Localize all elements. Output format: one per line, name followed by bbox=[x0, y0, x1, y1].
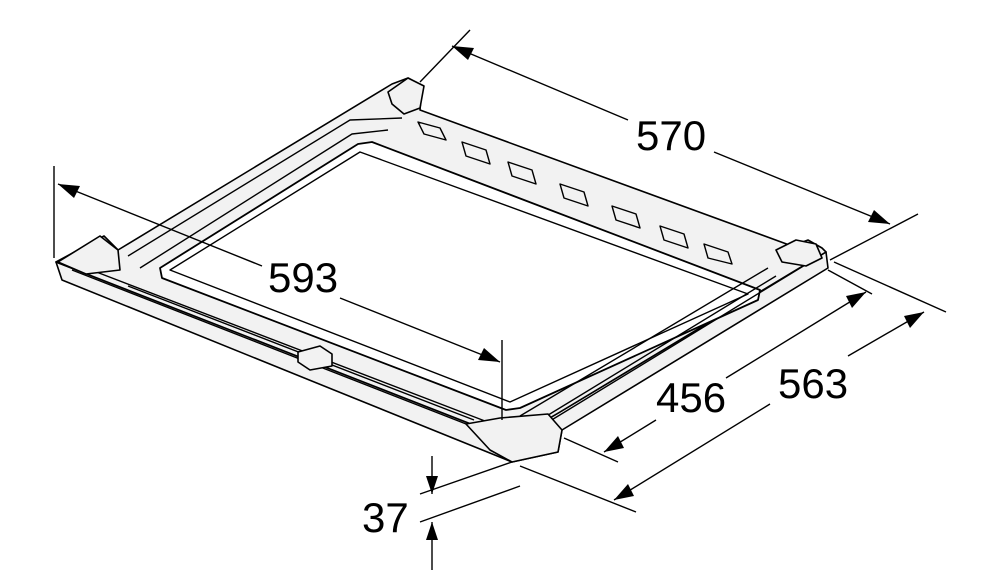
dimension-37: 37 bbox=[362, 456, 521, 570]
label-563: 563 bbox=[778, 360, 848, 407]
label-37: 37 bbox=[362, 494, 409, 541]
bracket-back-left bbox=[387, 77, 425, 115]
tray-frame bbox=[55, 77, 829, 463]
dimension-563: 563 bbox=[519, 261, 947, 513]
back-ribs bbox=[417, 121, 733, 265]
dimension-593: 593 bbox=[53, 166, 503, 420]
front-clip bbox=[297, 345, 333, 371]
dimension-456: 456 bbox=[563, 269, 873, 463]
bracket-front-right bbox=[465, 413, 563, 463]
dimension-570: 570 bbox=[419, 29, 919, 261]
glass-panel bbox=[159, 141, 761, 411]
bracket-front-left bbox=[57, 235, 121, 275]
bracket-back-right bbox=[775, 239, 823, 267]
glass-panel-inner-edge bbox=[169, 151, 749, 403]
label-570: 570 bbox=[636, 112, 706, 159]
frame-rim-right bbox=[519, 261, 811, 433]
frame-rim-left bbox=[127, 117, 403, 269]
label-456: 456 bbox=[656, 374, 726, 421]
label-593: 593 bbox=[268, 254, 338, 301]
